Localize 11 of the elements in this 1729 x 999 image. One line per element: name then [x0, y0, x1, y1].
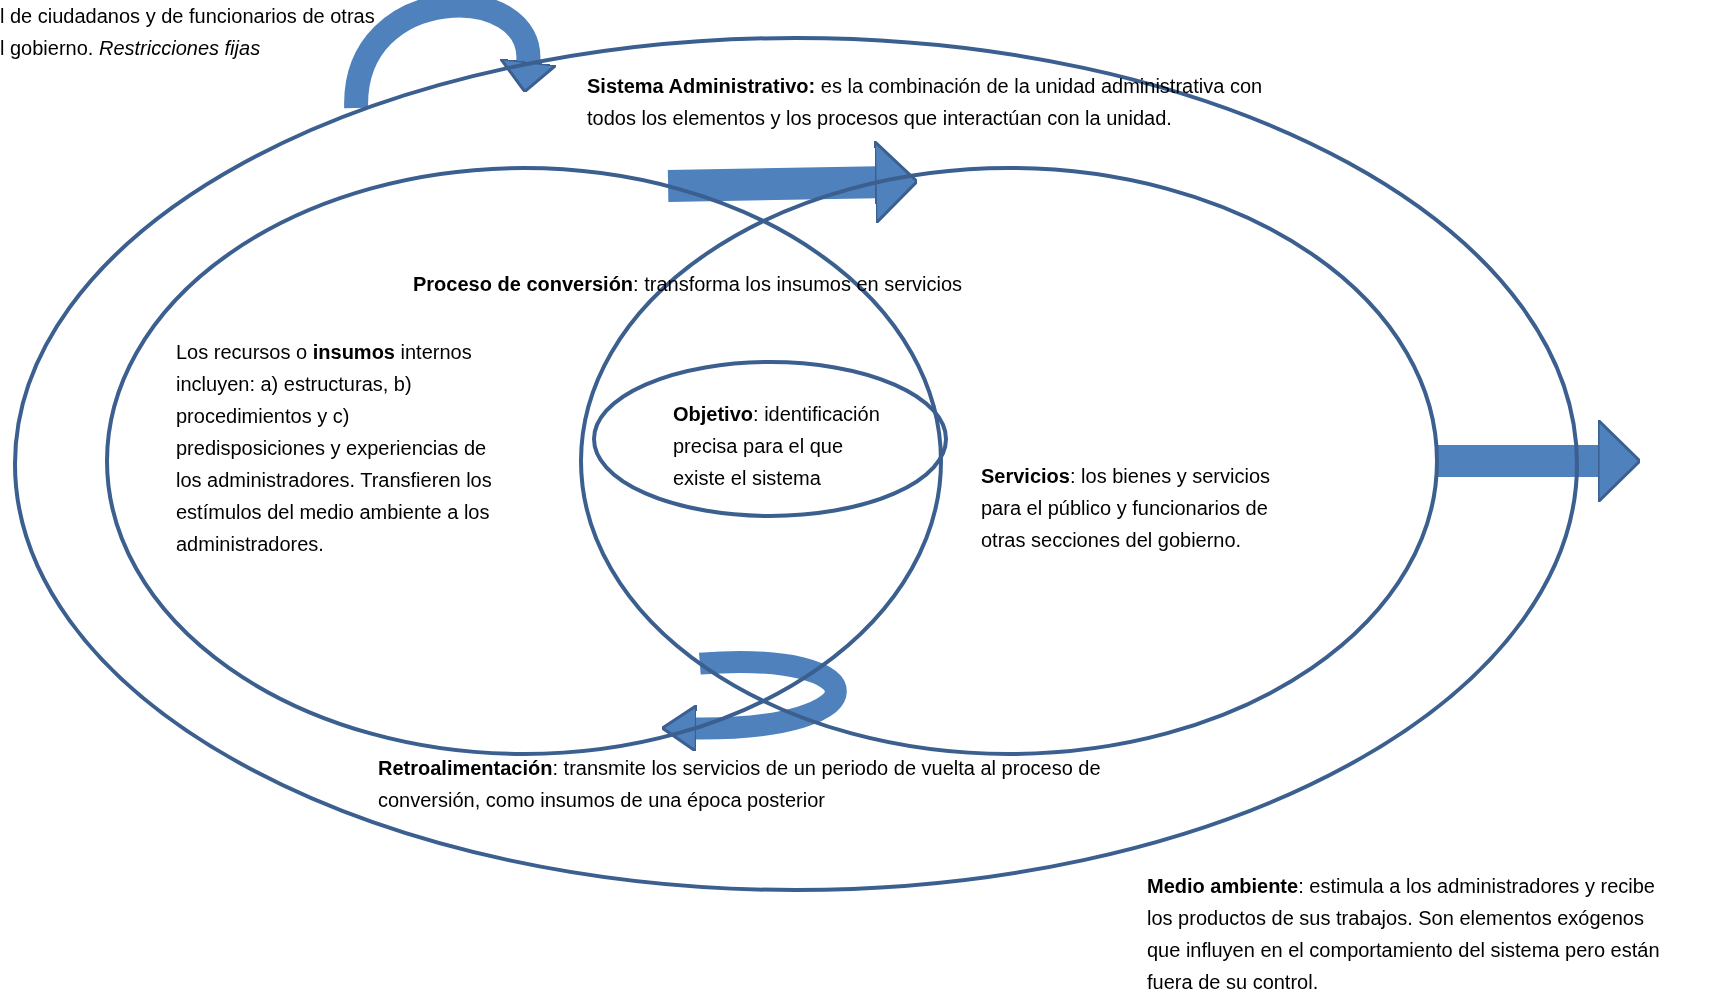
objective-ellipse	[592, 360, 948, 518]
block-arrow	[667, 139, 919, 225]
description-text: Objetivo: identificación precisa para el que existe el sistema	[673, 402, 881, 491]
block-arrow	[1437, 418, 1642, 504]
description-text: Los recursos o insumos internos incluyen: a) estructuras, b) procedimientos y c) predisposiciones y experiencias de los administradores. Transfieren los estímulos del medio ambiente a los administradores.	[176, 340, 493, 557]
annotation-text: Medio ambiente: estimula a los administradores y recibe los productos de sus trabajos. Son elementos exógenos que influyen en el comportamiento del sistema pero están fuera de su control.	[1147, 874, 1661, 995]
note-text: l de ciudadanos y de funcionarios de otras l gobierno. Restricciones fijas	[0, 4, 376, 61]
annotation-text: Retroalimentación: transmite los servicios de un periodo de vuelta al proceso de conversión, como insumos de una época posterior	[378, 756, 1102, 813]
system-ellipse	[13, 36, 1579, 892]
description-text: Servicios: los bienes y servicios para el público y funcionarios de otras secciones del gobierno.	[981, 464, 1272, 553]
block-arrow	[660, 651, 847, 753]
